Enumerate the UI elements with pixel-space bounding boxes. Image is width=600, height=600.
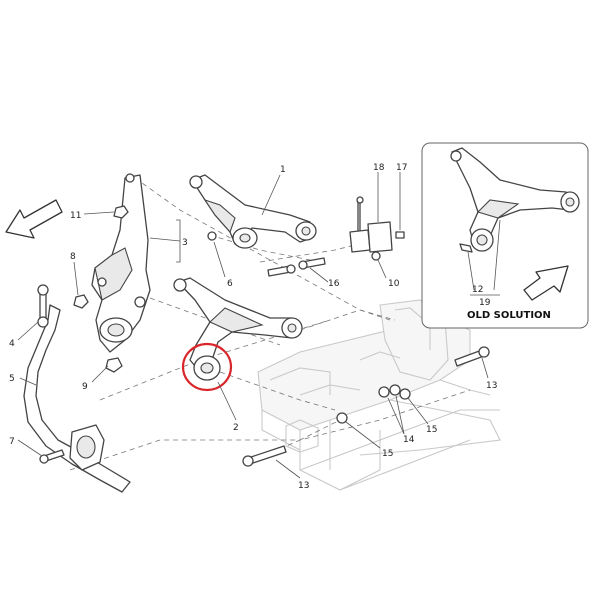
highlighted-bushing-circle — [181, 342, 233, 392]
old-solution-label: OLD SOLUTION — [467, 310, 551, 321]
stabilizer-link — [37, 284, 49, 328]
callout-10: 10 — [388, 279, 400, 289]
callout-9: 9 — [82, 382, 88, 392]
callout-3: 3 — [182, 238, 188, 248]
callout-19: 19 — [479, 298, 491, 308]
callout-12: 12 — [472, 285, 483, 295]
callout-1: 1 — [280, 165, 286, 175]
callout-5: 5 — [9, 374, 15, 384]
old-lower-control-arm — [450, 147, 580, 253]
callout-13-lower: 13 — [298, 481, 309, 491]
leader-lines — [17, 172, 489, 479]
old-solution-direction-arrow — [523, 265, 569, 301]
callout-4: 4 — [9, 339, 15, 349]
subframe — [257, 299, 501, 491]
callout-7: 7 — [9, 437, 15, 447]
old-solution-inset: OLD SOLUTION — [421, 142, 589, 329]
callout-numbers: 1 2 3 4 5 6 7 8 9 10 11 12 13 13 14 15 1… — [9, 163, 497, 491]
callout-2: 2 — [233, 423, 239, 433]
callout-13-upper: 13 — [486, 381, 497, 391]
callout-15-right: 15 — [426, 425, 437, 435]
lower-control-arm — [173, 277, 303, 381]
callout-17: 17 — [396, 163, 407, 173]
callout-11: 11 — [70, 211, 81, 221]
callout-15-left: 15 — [382, 449, 393, 459]
upper-control-arm — [189, 174, 317, 249]
front-direction-arrow — [5, 199, 63, 239]
callout-16: 16 — [328, 279, 340, 289]
callout-18: 18 — [373, 163, 385, 173]
height-sensor — [349, 196, 393, 253]
stabilizer-bar — [23, 304, 131, 493]
steering-knuckle — [91, 173, 151, 353]
callout-6: 6 — [227, 279, 233, 289]
hardware — [39, 205, 490, 467]
callout-14: 14 — [403, 435, 415, 445]
callout-8: 8 — [70, 252, 76, 262]
